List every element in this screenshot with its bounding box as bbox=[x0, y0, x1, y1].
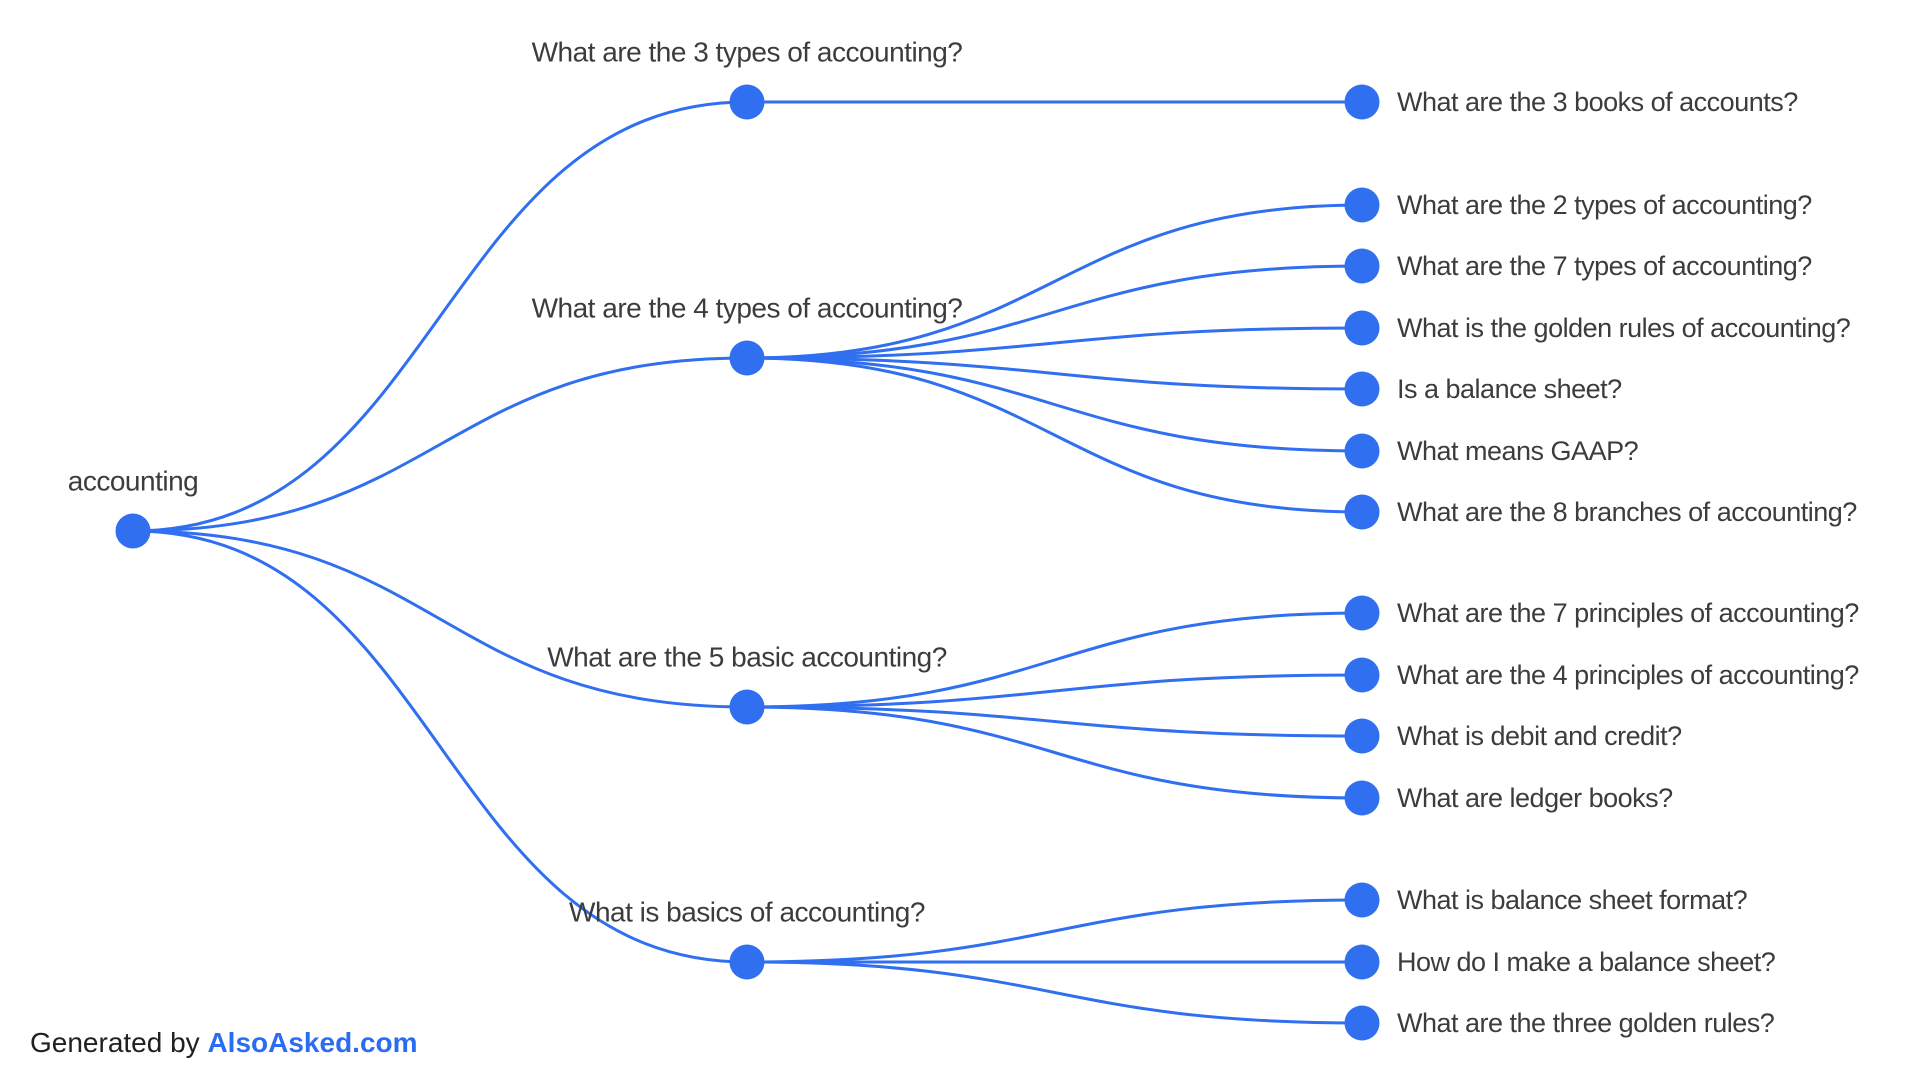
child-node-1-5[interactable] bbox=[1344, 494, 1380, 530]
child-node-2-3[interactable] bbox=[1344, 780, 1380, 816]
footer-generated-by-text: Generated by bbox=[30, 1027, 208, 1058]
branch-node-1[interactable] bbox=[729, 340, 765, 376]
child-node-2-2[interactable] bbox=[1344, 718, 1380, 754]
child-node-1-4[interactable] bbox=[1344, 433, 1380, 469]
child-node-2-1[interactable] bbox=[1344, 657, 1380, 693]
root-node[interactable] bbox=[115, 513, 151, 549]
child-label-2-3[interactable]: What are ledger books? bbox=[1397, 783, 1674, 813]
branch-node-3[interactable] bbox=[729, 944, 765, 980]
edge-root-to-branch-2 bbox=[132, 529, 748, 709]
edge-branch-1-to-child-5 bbox=[746, 356, 1363, 514]
child-label-0-0[interactable]: What are the 3 books of accounts? bbox=[1397, 87, 1799, 117]
edge-branch-2-to-child-0 bbox=[746, 611, 1363, 709]
child-label-2-2[interactable]: What is debit and credit? bbox=[1397, 721, 1683, 751]
edge-branch-2-to-child-2 bbox=[746, 705, 1363, 738]
child-node-1-1[interactable] bbox=[1344, 248, 1380, 284]
root-label[interactable]: accounting bbox=[68, 466, 199, 497]
footer-credit: Generated by AlsoAsked.com bbox=[30, 1028, 418, 1058]
branch-label-3[interactable]: What is basics of accounting? bbox=[569, 897, 925, 928]
edge-branch-1-to-child-3 bbox=[746, 356, 1363, 391]
edge-branch-3-to-child-2 bbox=[746, 960, 1363, 1025]
child-label-3-0[interactable]: What is balance sheet format? bbox=[1397, 885, 1748, 915]
child-node-2-0[interactable] bbox=[1344, 595, 1380, 631]
child-label-1-2[interactable]: What is the golden rules of accounting? bbox=[1397, 313, 1851, 343]
child-label-1-4[interactable]: What means GAAP? bbox=[1397, 436, 1639, 466]
edge-branch-2-to-child-1 bbox=[746, 673, 1363, 709]
child-label-1-1[interactable]: What are the 7 types of accounting? bbox=[1397, 251, 1813, 281]
child-node-0-0[interactable] bbox=[1344, 84, 1380, 120]
edge-branch-1-to-child-4 bbox=[746, 356, 1363, 453]
edge-branch-1-to-child-2 bbox=[746, 326, 1363, 360]
labels-layer: accounting What are the 3 types of accoun… bbox=[68, 37, 1860, 1039]
child-label-1-5[interactable]: What are the 8 branches of accounting? bbox=[1397, 497, 1858, 527]
child-node-1-0[interactable] bbox=[1344, 187, 1380, 223]
edge-branch-1-to-child-0 bbox=[746, 203, 1363, 360]
child-label-1-3[interactable]: Is a balance sheet? bbox=[1397, 374, 1623, 404]
edge-root-to-branch-3 bbox=[132, 529, 748, 964]
child-node-1-2[interactable] bbox=[1344, 310, 1380, 346]
child-label-2-1[interactable]: What are the 4 principles of accounting? bbox=[1397, 660, 1860, 690]
child-label-1-0[interactable]: What are the 2 types of accounting? bbox=[1397, 190, 1813, 220]
branch-label-0[interactable]: What are the 3 types of accounting? bbox=[532, 37, 963, 68]
child-node-3-2[interactable] bbox=[1344, 1005, 1380, 1041]
child-node-3-0[interactable] bbox=[1344, 882, 1380, 918]
branch-label-2[interactable]: What are the 5 basic accounting? bbox=[547, 642, 947, 673]
branch-node-2[interactable] bbox=[729, 689, 765, 725]
edge-root-to-branch-0 bbox=[132, 100, 748, 533]
branch-label-1[interactable]: What are the 4 types of accounting? bbox=[532, 293, 963, 324]
child-node-3-1[interactable] bbox=[1344, 944, 1380, 980]
edge-root-to-branch-1 bbox=[132, 356, 748, 533]
alsoasked-brand-link[interactable]: AlsoAsked.com bbox=[207, 1027, 418, 1058]
child-label-3-1[interactable]: How do I make a balance sheet? bbox=[1397, 947, 1776, 977]
edge-branch-1-to-child-1 bbox=[746, 264, 1363, 360]
edge-branch-3-to-child-0 bbox=[746, 898, 1363, 964]
branch-node-0[interactable] bbox=[729, 84, 765, 120]
edge-branch-2-to-child-3 bbox=[746, 705, 1363, 800]
nodes-layer bbox=[115, 84, 1380, 1041]
edges-layer bbox=[132, 100, 1363, 1025]
child-node-1-3[interactable] bbox=[1344, 371, 1380, 407]
child-label-2-0[interactable]: What are the 7 principles of accounting? bbox=[1397, 598, 1860, 628]
child-label-3-2[interactable]: What are the three golden rules? bbox=[1397, 1008, 1775, 1038]
